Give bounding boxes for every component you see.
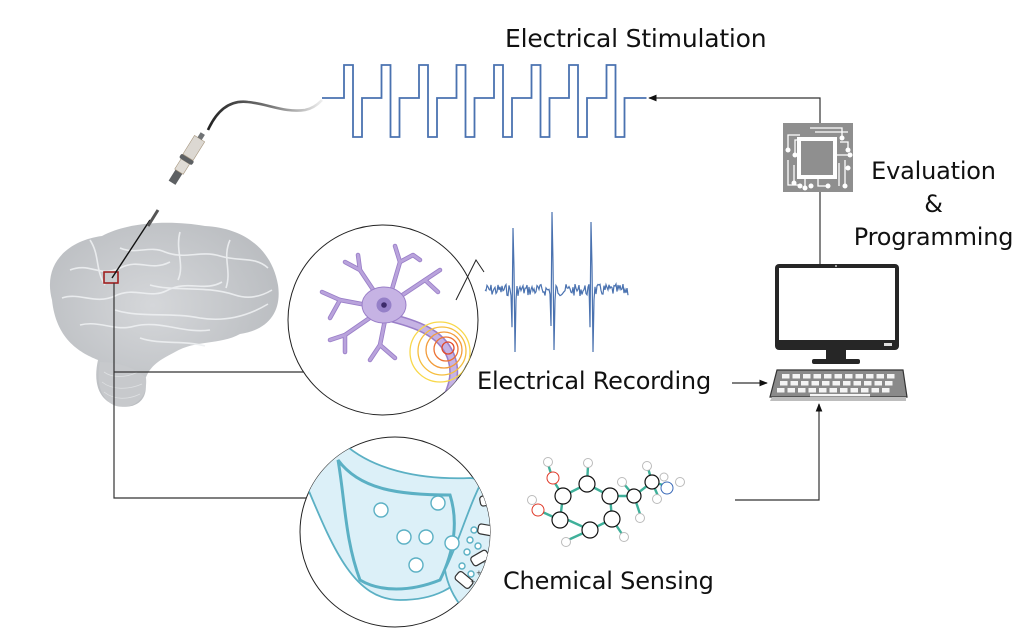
svg-text:+: + [494,534,500,542]
electrode-probe-icon [111,99,323,279]
keyboard-key [808,388,816,393]
keyboard-spacebar [810,394,870,397]
keyboard-key [840,388,848,393]
keyboard-key [834,374,842,379]
keyboard-key [855,374,863,379]
label-electrical-stimulation: Electrical Stimulation [505,24,767,53]
keyboard-key [832,381,840,386]
keyboard-key [866,374,874,379]
keyboard-key [813,374,821,379]
keyboard-key [843,381,851,386]
keyboard-key [887,374,895,379]
keyboard-key [824,374,832,379]
label-chemical-sensing: Chemical Sensing [503,567,714,595]
keyboard-keys [777,374,895,397]
keyboard-key [782,374,790,379]
keyboard-key [790,381,798,386]
label-ampersand: & [924,190,943,218]
label-programming: Programming [853,223,1014,251]
keyboard-key [876,374,884,379]
keyboard-key [864,381,872,386]
edge-brain-to-synapse [113,283,307,499]
svg-text:×: × [500,506,506,514]
edge-processor-to-stimulation [648,94,821,123]
label-evaluation-programming: Evaluation & Programming [854,155,1014,254]
region-highlight-box [103,271,119,284]
desktop-computer-icon [769,264,908,401]
keyboard-key [819,388,827,393]
keyboard-key [822,381,830,386]
keyboard-key [792,374,800,379]
connector-lines [113,94,823,501]
keyboard-key [811,381,819,386]
keyboard-key [777,388,785,393]
keyboard-key [871,388,879,393]
keyboard-key [787,388,795,393]
svg-text:+: + [490,546,496,554]
svg-text:+: + [470,578,476,586]
brain-icon [49,222,279,407]
keyboard-key [801,381,809,386]
synapse-icon: ×× ++ +++ [299,436,506,628]
keyboard-key [780,381,788,386]
keyboard-key [798,388,806,393]
keyboard-key [885,381,893,386]
keyboard-key [861,388,869,393]
neuron-icon [287,224,485,416]
keyboard-key [845,374,853,379]
svg-text:+: + [476,569,482,577]
keyboard-key [850,388,858,393]
label-evaluation: Evaluation [871,157,996,185]
svg-text:×: × [500,519,506,527]
waveform-icon [484,211,629,353]
pulse-train-icon [322,64,647,138]
dopamine-molecule-icon [527,457,685,547]
label-electrical-recording: Electrical Recording [477,367,711,395]
keyboard-key [829,388,837,393]
keyboard-key [853,381,861,386]
keyboard-key [874,381,882,386]
keyboard-key [803,374,811,379]
keyboard-key [882,388,890,393]
microchip-icon [783,123,853,192]
edge-chemical-to-computer [735,403,823,501]
